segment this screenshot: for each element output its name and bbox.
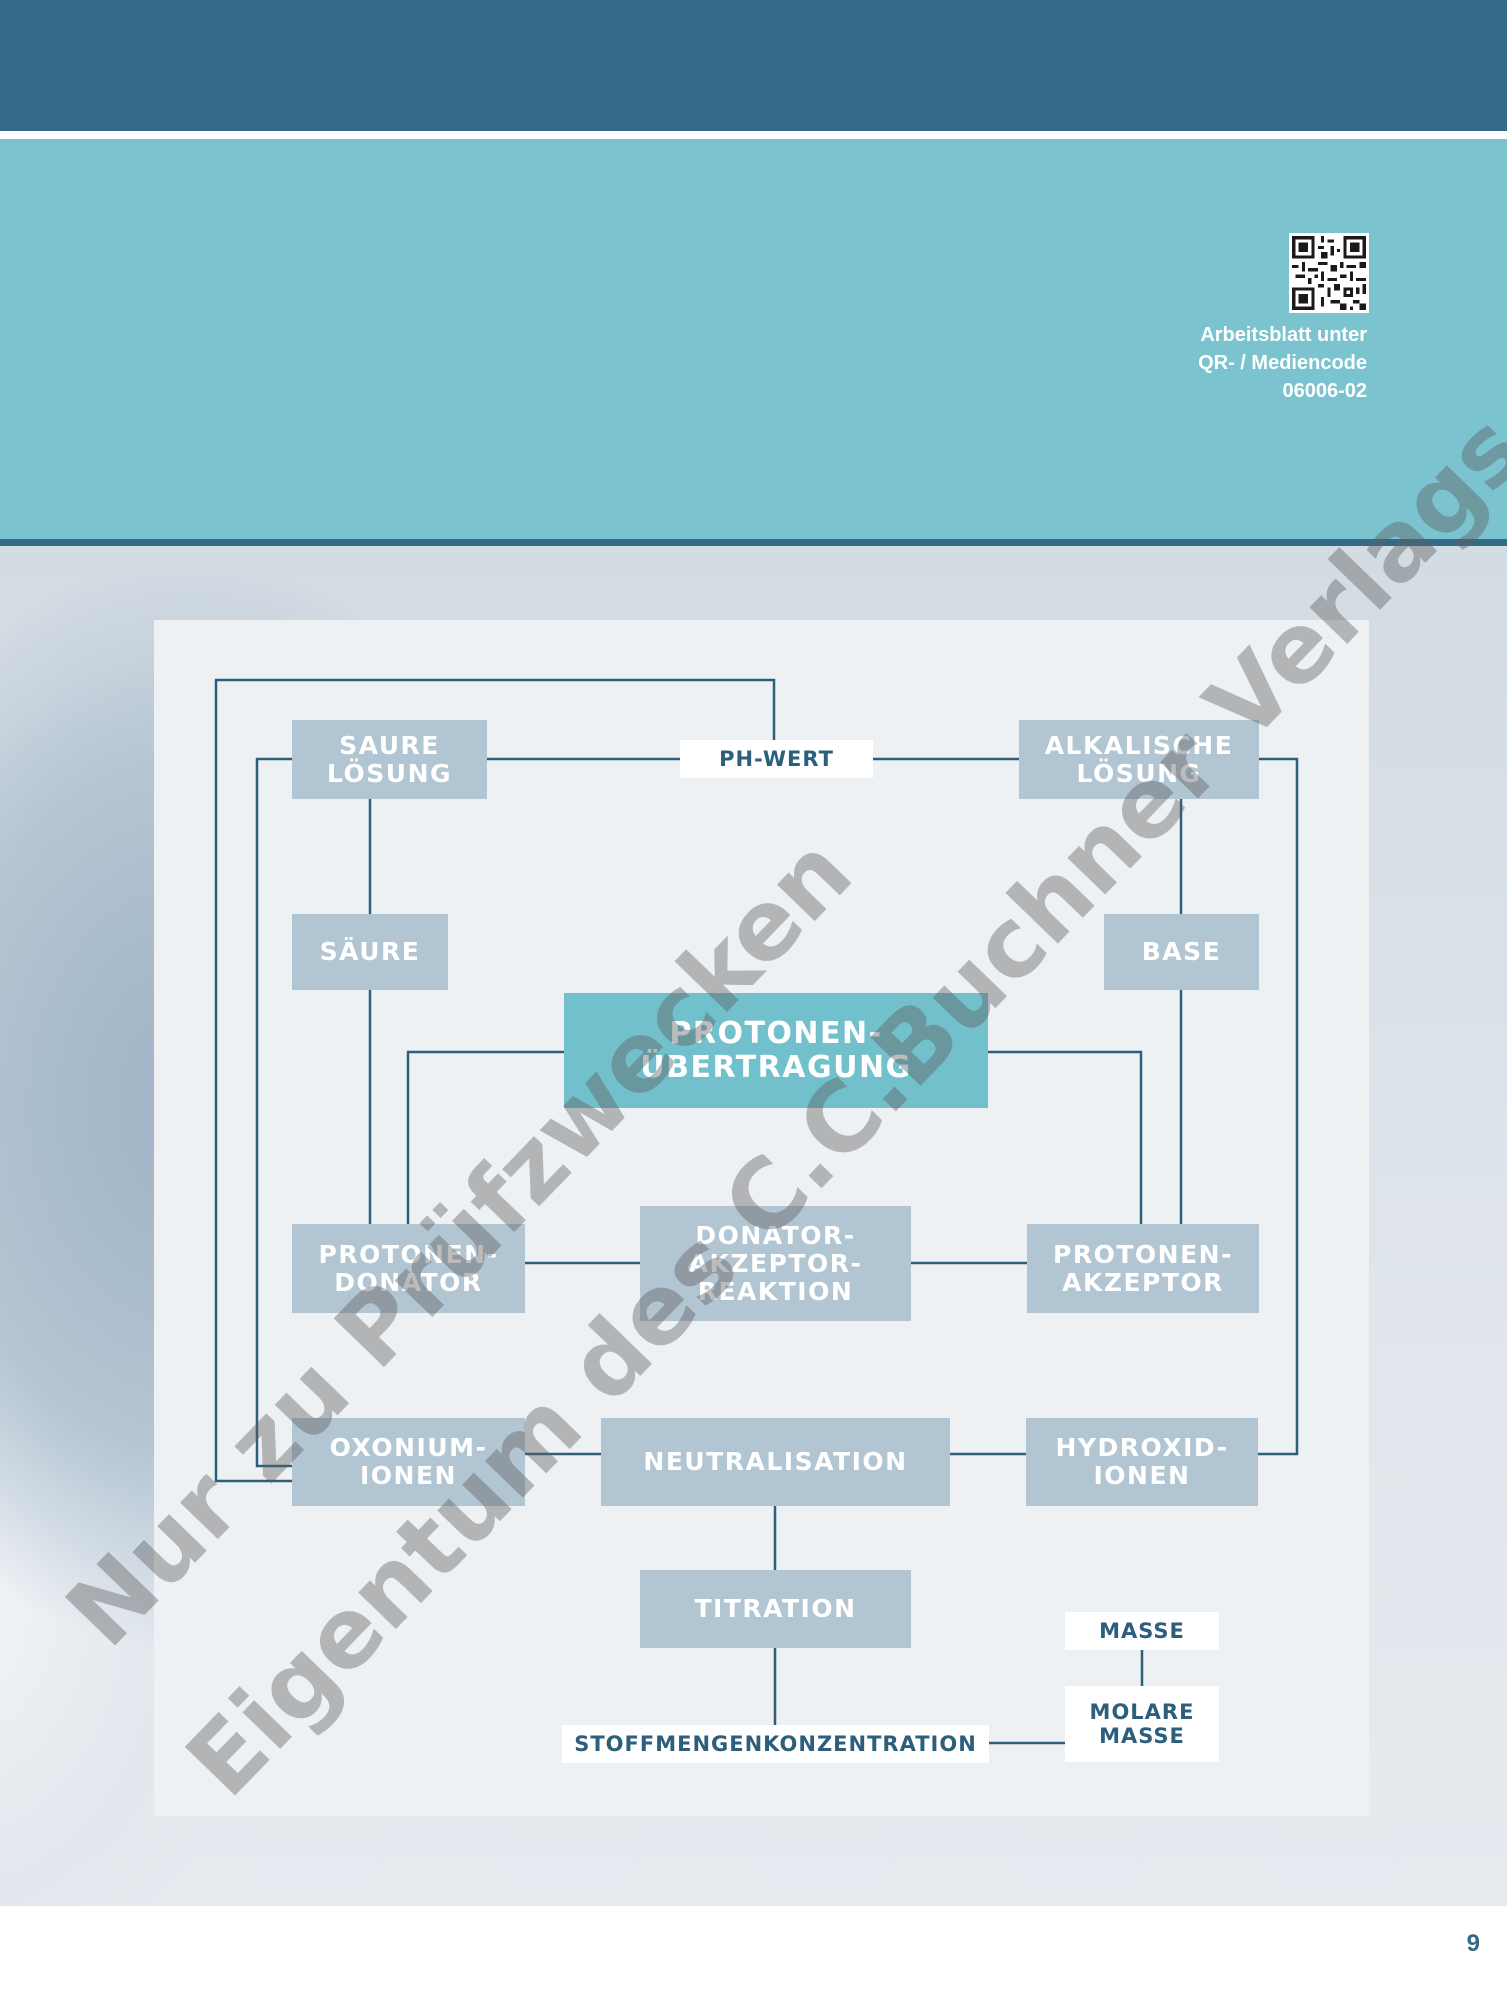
node-molare-masse: MOLARE MASSE — [1065, 1686, 1219, 1762]
connector-line — [1258, 757, 1299, 1456]
node-protonendonator: PROTONEN- DONATOR — [292, 1224, 525, 1313]
node-stoffmengenkonzentration: STOFFMENGENKONZENTRATION — [562, 1725, 989, 1763]
connector-line — [214, 678, 776, 1483]
node-titration: TITRATION — [640, 1570, 911, 1648]
node-neutralisation: NEUTRALISATION — [601, 1418, 950, 1506]
connector-line — [988, 1050, 1143, 1224]
node-base: BASE — [1104, 914, 1259, 990]
node-donator-akzeptor-reaktion: DONATOR- AKZEPTOR- REAKTION — [640, 1206, 911, 1321]
page-number: 9 — [1466, 1930, 1480, 1957]
connector-line — [255, 757, 292, 1468]
node-saeure: SÄURE — [292, 914, 448, 990]
header-band — [0, 139, 1507, 539]
node-hydroxid-ionen: HYDROXID- IONEN — [1026, 1418, 1258, 1506]
node-alkalische-loesung: ALKALISCHE LÖSUNG — [1019, 720, 1259, 799]
node-protonenuebertragung: PROTONEN- ÜBERTRAGUNG — [564, 993, 988, 1108]
worksheet-note-line: 06006-02 — [1282, 380, 1367, 402]
node-protonenakzeptor: PROTONEN- AKZEPTOR — [1027, 1224, 1259, 1313]
node-ph-wert: PH-WERT — [680, 740, 873, 778]
connector-line — [406, 1050, 564, 1224]
node-oxonium-ionen: OXONIUM- IONEN — [292, 1418, 525, 1506]
header-bar — [0, 0, 1507, 131]
worksheet-note-line: QR- / Mediencode — [1198, 352, 1367, 374]
qr-code-icon[interactable] — [1289, 233, 1369, 313]
worksheet-note: Arbeitsblatt unter QR- / Mediencode 0600… — [1107, 321, 1367, 405]
node-saure-loesung: SAURE LÖSUNG — [292, 720, 487, 799]
header-divider — [0, 539, 1507, 546]
worksheet-note-line: Arbeitsblatt unter — [1200, 324, 1367, 346]
node-masse: MASSE — [1065, 1612, 1219, 1650]
